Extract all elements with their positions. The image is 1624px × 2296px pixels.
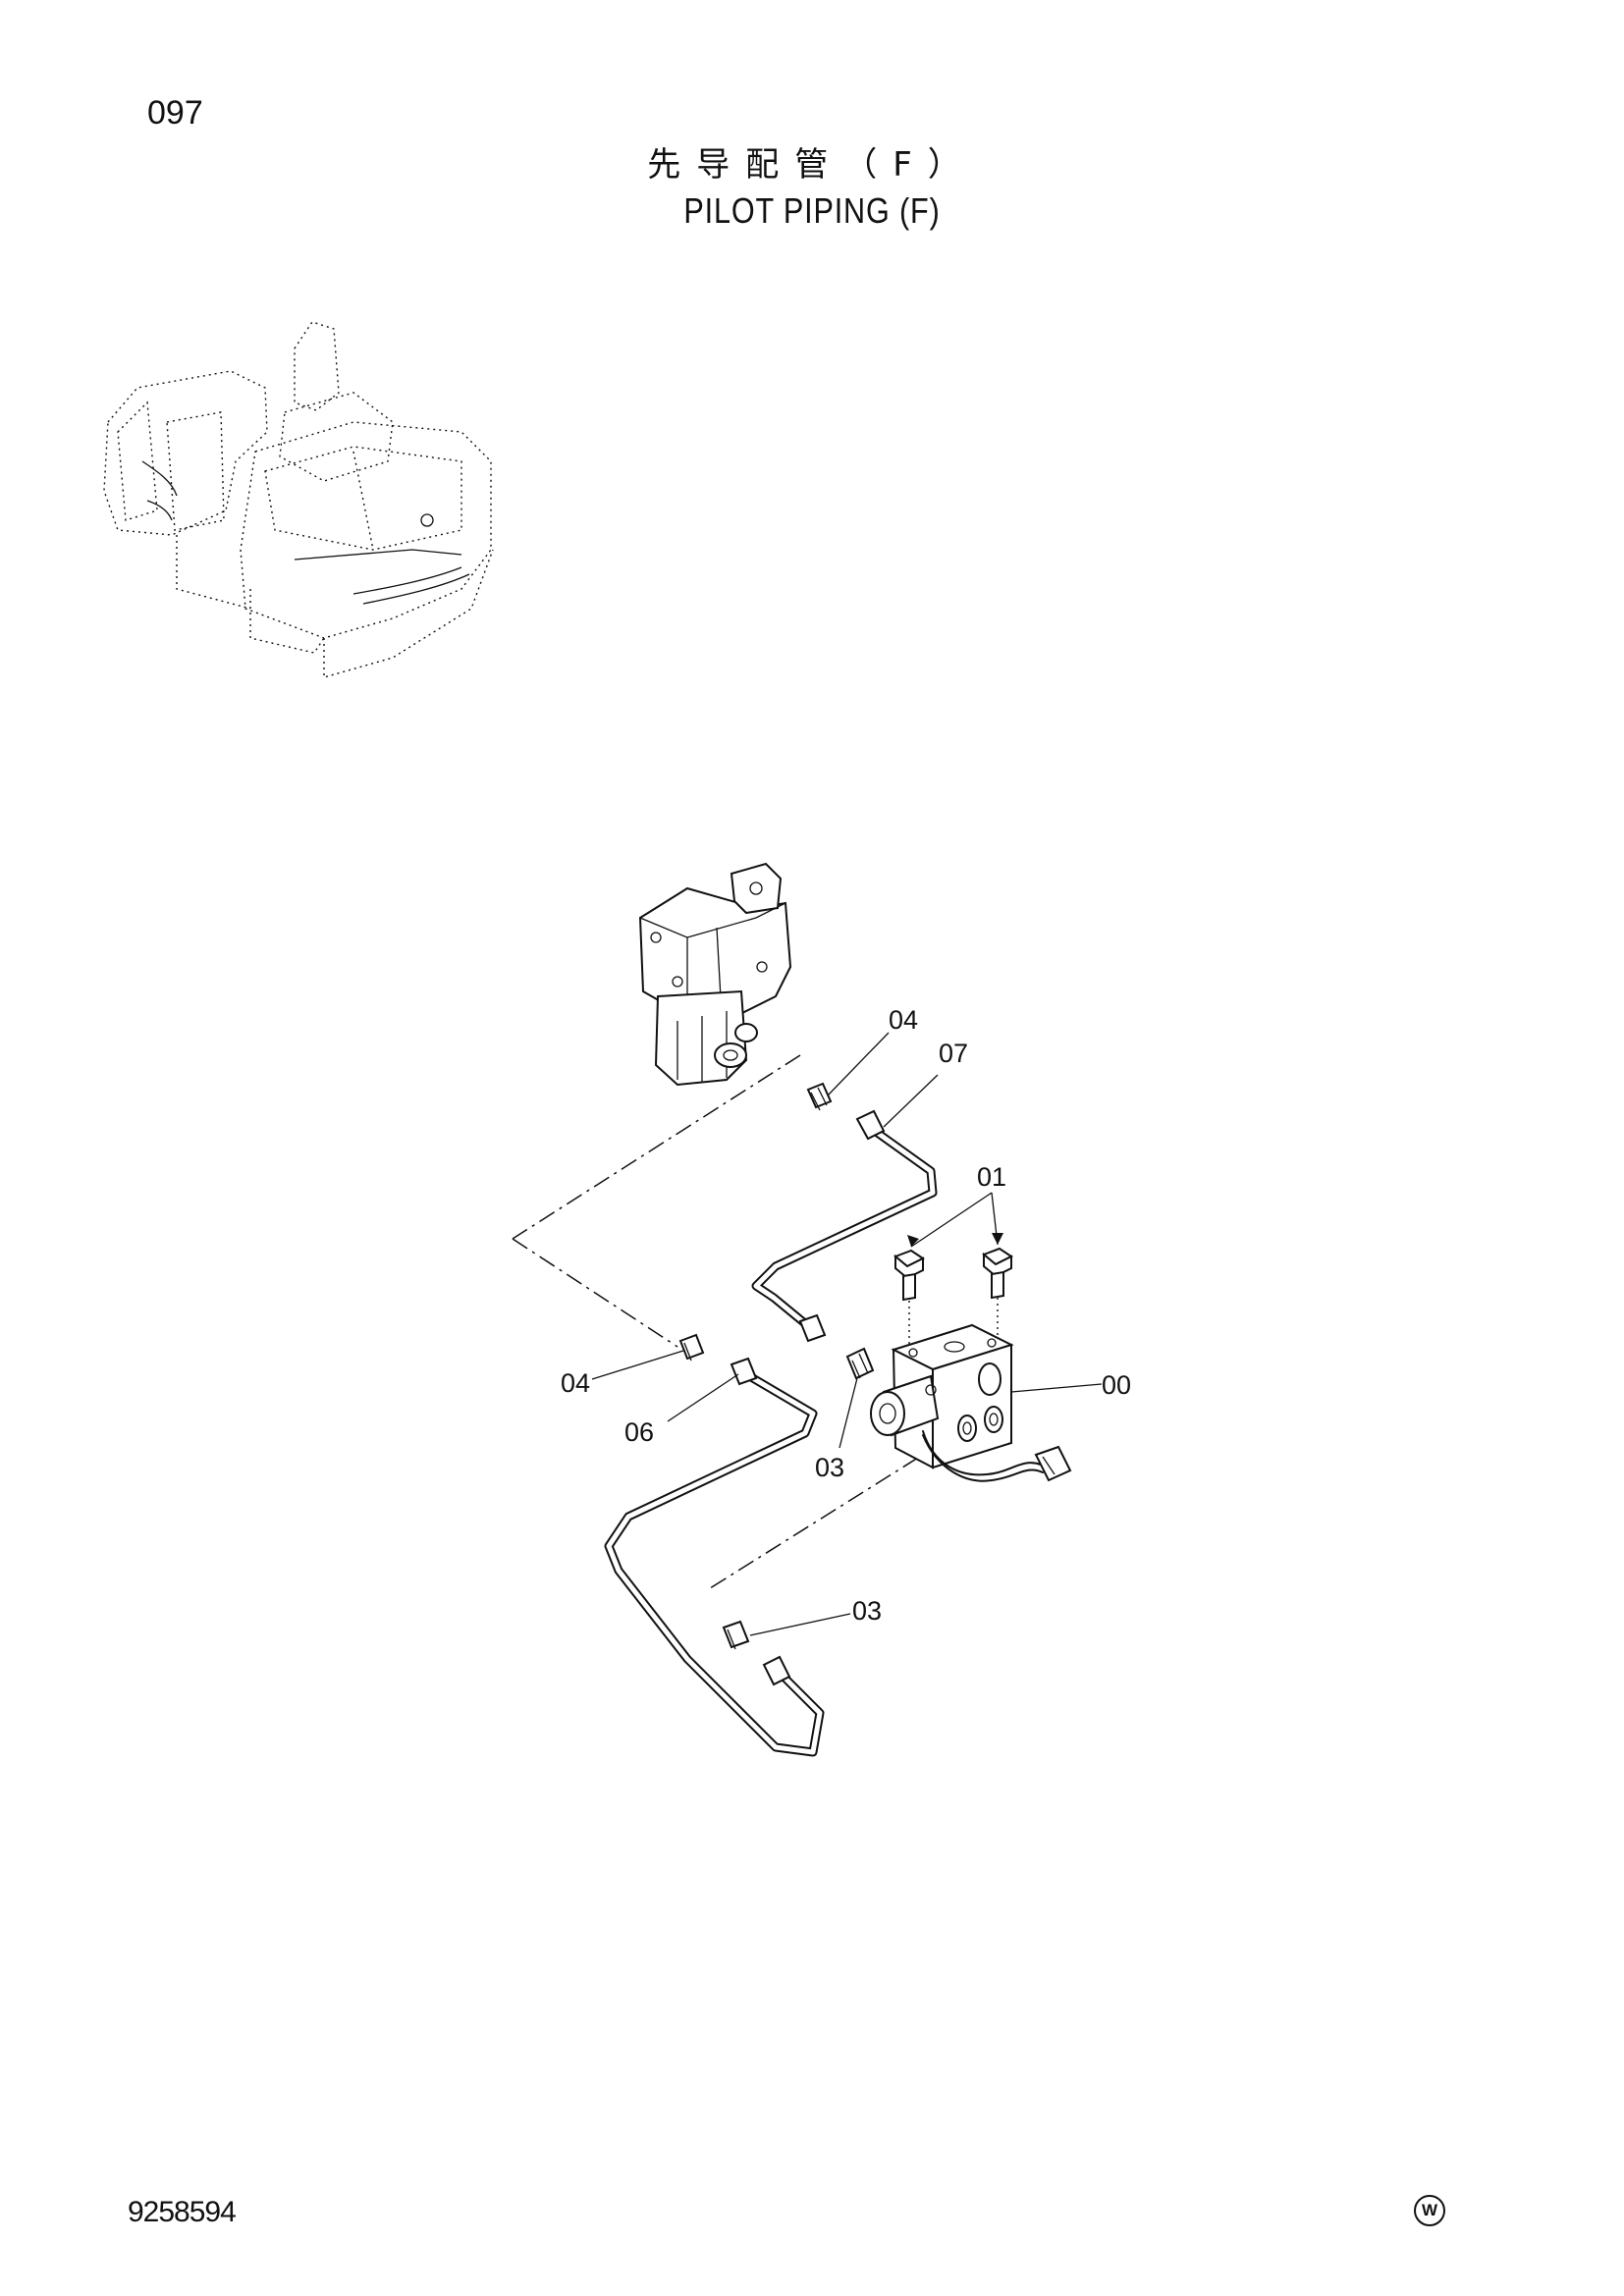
connector-04-left (678, 1333, 705, 1362)
pilot-valve-assembly (638, 862, 792, 1087)
connector-03-low (722, 1620, 750, 1650)
callout-low-03: 03 (852, 1596, 882, 1626)
pipe-07 (751, 1109, 938, 1343)
machine-overview-illustration (103, 321, 494, 678)
solenoid-valve-block (870, 1323, 1072, 1482)
callout-top-07: 07 (939, 1039, 968, 1068)
bolt-01-left (893, 1249, 925, 1302)
callout-left-04: 04 (561, 1368, 590, 1398)
callout-bolt-01: 01 (977, 1162, 1006, 1192)
page-title-chinese: 先导配管（F） (647, 145, 977, 185)
document-number: 9258594 (128, 2196, 237, 2228)
assembly-guide-lines (512, 1054, 919, 1591)
connector-04-top (806, 1082, 833, 1111)
page-number: 097 (147, 94, 203, 132)
revision-mark: W (1414, 2195, 1445, 2226)
leader-lines (591, 1032, 1103, 1636)
pipe-06 (604, 1357, 825, 1757)
connector-03-mid (845, 1347, 875, 1380)
callout-top-04: 04 (889, 1005, 918, 1035)
bolt-01-right (982, 1247, 1013, 1300)
callout-labels: 04 07 01 00 04 06 03 03 (561, 1005, 1131, 1626)
page-title-english: PILOT PIPING (F) (683, 190, 941, 231)
callout-valve-00: 00 (1102, 1370, 1131, 1400)
callout-mid-03: 03 (815, 1453, 844, 1482)
callout-left-06: 06 (624, 1417, 654, 1447)
